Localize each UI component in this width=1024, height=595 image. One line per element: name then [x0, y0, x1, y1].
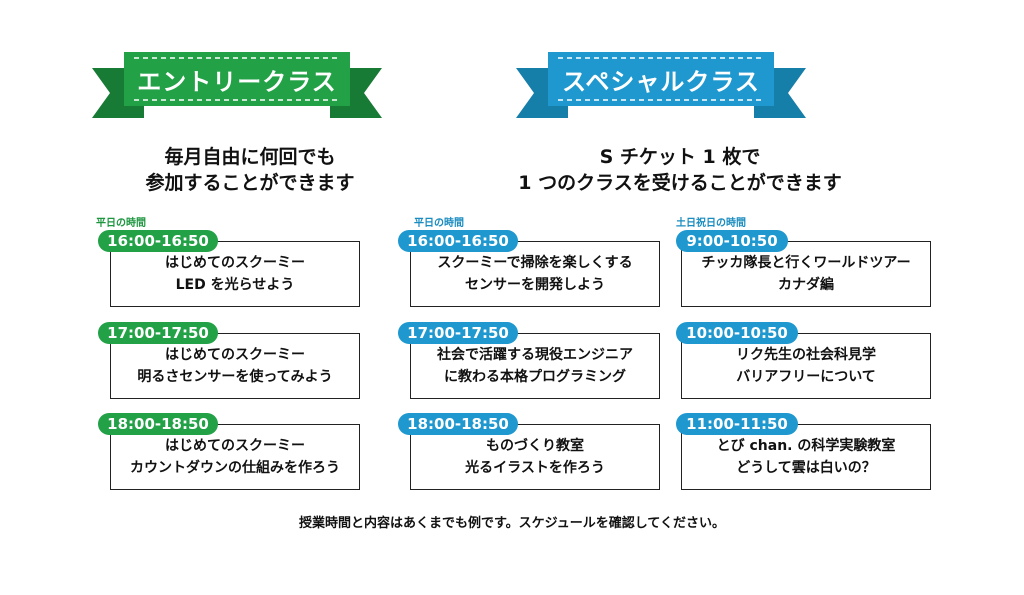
special-weekend-time-badge-1: 9:00-10:50	[676, 230, 788, 252]
class-title: リク先生の社会科見学	[736, 347, 876, 363]
class-title: スクーミーで掃除を楽しくする	[437, 255, 633, 271]
entry-headline-line-2: 参加することができます	[145, 172, 355, 194]
special-weekend-time-badge-2: 10:00-10:50	[676, 322, 798, 344]
special-weekend-time-badge-3: 11:00-11:50	[676, 413, 798, 435]
special-class-banner: スペシャルクラス	[506, 40, 816, 130]
class-subtitle: カナダ編	[778, 277, 834, 293]
class-title: はじめてのスクーミー	[165, 347, 305, 363]
entry-class-card-1: はじめてのスクーミー LED を光らせよう	[110, 241, 360, 307]
special-headline-line-2: 1 つのクラスを受けることができます	[518, 172, 842, 194]
special-weekend-label: 土日祝日の時間	[676, 218, 746, 229]
entry-class-card-2: はじめてのスクーミー 明るさセンサーを使ってみよう	[110, 333, 360, 399]
special-headline: S チケット 1 枚で 1 つのクラスを受けることができます	[440, 144, 920, 196]
special-weekday-card-3: ものづくり教室 光るイラストを作ろう	[410, 424, 660, 490]
special-weekend-card-1: チッカ隊長と行くワールドツアー カナダ編	[681, 241, 931, 307]
footer-note: 授業時間と内容はあくまでも例です。スケジュールを確認してください。	[298, 516, 725, 531]
class-subtitle: センサーを開発しよう	[465, 277, 605, 293]
special-headline-line-1: S チケット 1 枚で	[599, 146, 761, 168]
special-weekend-card-2: リク先生の社会科見学 バリアフリーについて	[681, 333, 931, 399]
class-subtitle: バリアフリーについて	[736, 369, 876, 385]
special-weekday-label: 平日の時間	[414, 218, 464, 229]
special-weekday-time-badge-1: 16:00-16:50	[398, 230, 518, 252]
special-weekday-card-1: スクーミーで掃除を楽しくする センサーを開発しよう	[410, 241, 660, 307]
special-class-title: スペシャルクラス	[562, 68, 760, 96]
class-title: とび chan. の科学実験教室	[716, 438, 896, 454]
special-weekday-time-badge-2: 17:00-17:50	[398, 322, 518, 344]
special-weekday-time-badge-3: 18:00-18:50	[398, 413, 518, 435]
special-weekend-card-3: とび chan. の科学実験教室 どうして雲は白いの？	[681, 424, 931, 490]
class-subtitle: カウントダウンの仕組みを作ろう	[130, 460, 340, 476]
class-subtitle: 明るさセンサーを使ってみよう	[137, 369, 333, 385]
entry-time-badge-2: 17:00-17:50	[98, 322, 218, 344]
class-title: 社会で活躍する現役エンジニア	[437, 347, 633, 363]
class-subtitle: どうして雲は白いの？	[736, 460, 876, 476]
class-subtitle: に教わる本格プログラミング	[444, 369, 626, 385]
entry-class-card-3: はじめてのスクーミー カウントダウンの仕組みを作ろう	[110, 424, 360, 490]
class-subtitle: LED を光らせよう	[175, 277, 295, 293]
entry-time-badge-3: 18:00-18:50	[98, 413, 218, 435]
class-title: ものづくり教室	[486, 438, 584, 454]
class-title: はじめてのスクーミー	[165, 255, 305, 271]
special-weekday-card-2: 社会で活躍する現役エンジニア に教わる本格プログラミング	[410, 333, 660, 399]
class-title: チッカ隊長と行くワールドツアー	[701, 255, 911, 271]
entry-class-banner: エントリークラス	[82, 40, 392, 130]
entry-headline: 毎月自由に何回でも 参加することができます	[100, 144, 400, 196]
class-title: はじめてのスクーミー	[165, 438, 305, 454]
entry-time-badge-1: 16:00-16:50	[98, 230, 218, 252]
class-subtitle: 光るイラストを作ろう	[465, 460, 605, 476]
entry-headline-line-1: 毎月自由に何回でも	[164, 146, 336, 168]
entry-class-title: エントリークラス	[137, 68, 337, 96]
entry-weekday-label: 平日の時間	[96, 218, 146, 229]
